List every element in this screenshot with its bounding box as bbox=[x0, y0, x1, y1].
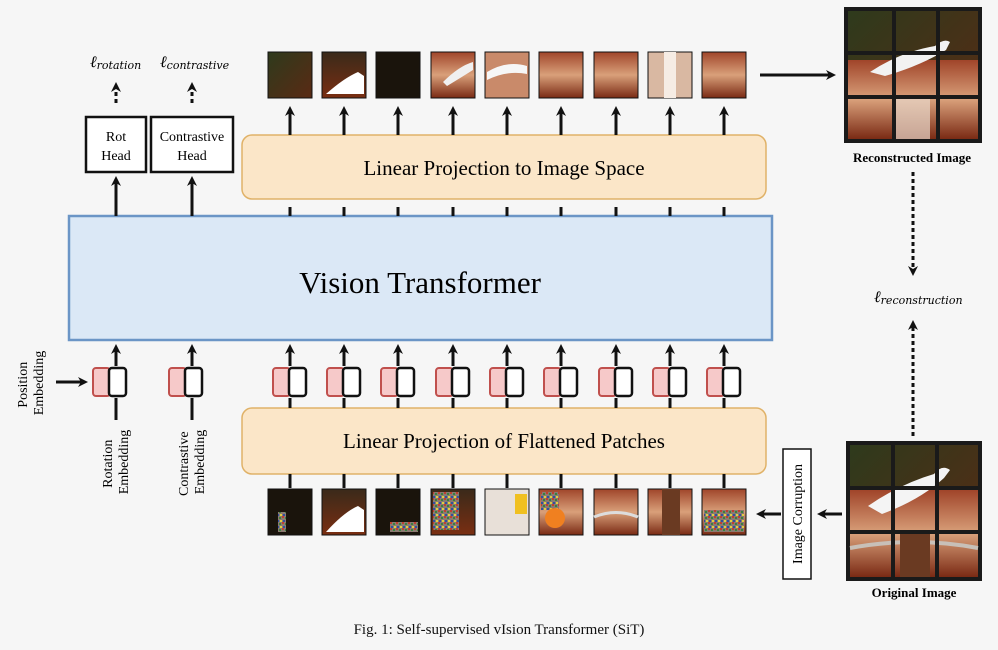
input-patch bbox=[593, 488, 639, 536]
output-patch bbox=[484, 51, 530, 99]
token-embedding bbox=[652, 366, 688, 398]
output-patch bbox=[321, 51, 367, 99]
reconstructed-image-label: Reconstructed Image bbox=[853, 150, 971, 165]
loss-rotation: ℓrotation bbox=[90, 52, 141, 72]
contrastive-head-line2: Head bbox=[177, 149, 207, 164]
input-patches bbox=[267, 474, 747, 536]
output-patch bbox=[593, 51, 639, 99]
input-patch bbox=[267, 488, 313, 536]
position-embedding-label: Position Embedding bbox=[16, 351, 47, 416]
rotation-embedding-label: Rotation Embedding bbox=[101, 430, 132, 495]
output-patch bbox=[430, 51, 476, 99]
contrastive-token bbox=[168, 366, 204, 398]
figure-caption: Fig. 1: Self-supervised vIsion Transform… bbox=[353, 622, 645, 638]
output-patch bbox=[647, 51, 693, 99]
input-tokens bbox=[92, 344, 742, 420]
rot-head-line2: Head bbox=[101, 149, 131, 164]
rotation-token bbox=[92, 366, 128, 398]
reconstructed-image bbox=[844, 7, 982, 143]
input-patch bbox=[538, 488, 584, 536]
input-patch bbox=[701, 488, 747, 536]
input-patch bbox=[430, 488, 476, 536]
loss-reconstruction: ℓreconstruction bbox=[874, 287, 963, 307]
projection-image-label: Linear Projection to Image Space bbox=[363, 156, 644, 180]
input-patch bbox=[484, 488, 530, 536]
image-corruption-label: Image Corruption bbox=[791, 464, 806, 564]
token-embedding bbox=[598, 366, 634, 398]
token-embedding bbox=[543, 366, 579, 398]
projection-patches-label: Linear Projection of Flattened Patches bbox=[343, 429, 665, 453]
projection-image-block bbox=[241, 134, 767, 200]
token-embedding bbox=[489, 366, 525, 398]
contrastive-head-line1: Contrastive bbox=[160, 130, 225, 145]
output-patch bbox=[267, 51, 313, 99]
projection-patches-block bbox=[241, 407, 767, 475]
contrastive-embedding-label: Contrastive Embedding bbox=[177, 428, 208, 496]
output-patch bbox=[375, 51, 421, 99]
input-patch bbox=[321, 488, 367, 536]
image-corruption-box bbox=[782, 448, 812, 580]
contrastive-head-box bbox=[149, 115, 235, 174]
vision-transformer-block bbox=[67, 214, 774, 342]
original-image bbox=[846, 441, 982, 581]
rot-head-box bbox=[84, 115, 148, 174]
token-embedding bbox=[272, 366, 308, 398]
rot-head-line1: Rot bbox=[106, 130, 126, 145]
output-patches bbox=[267, 51, 747, 99]
token-embedding bbox=[706, 366, 742, 398]
output-patch bbox=[701, 51, 747, 99]
input-patch bbox=[647, 488, 693, 536]
original-image-label: Original Image bbox=[872, 585, 957, 600]
output-arrows bbox=[285, 106, 729, 216]
output-patch bbox=[538, 51, 584, 99]
input-patch bbox=[375, 488, 421, 536]
token-embedding bbox=[380, 366, 416, 398]
vision-transformer-label: Vision Transformer bbox=[299, 265, 542, 300]
token-embedding bbox=[435, 366, 471, 398]
token-embedding bbox=[326, 366, 362, 398]
loss-contrastive: ℓcontrastive bbox=[160, 52, 230, 72]
